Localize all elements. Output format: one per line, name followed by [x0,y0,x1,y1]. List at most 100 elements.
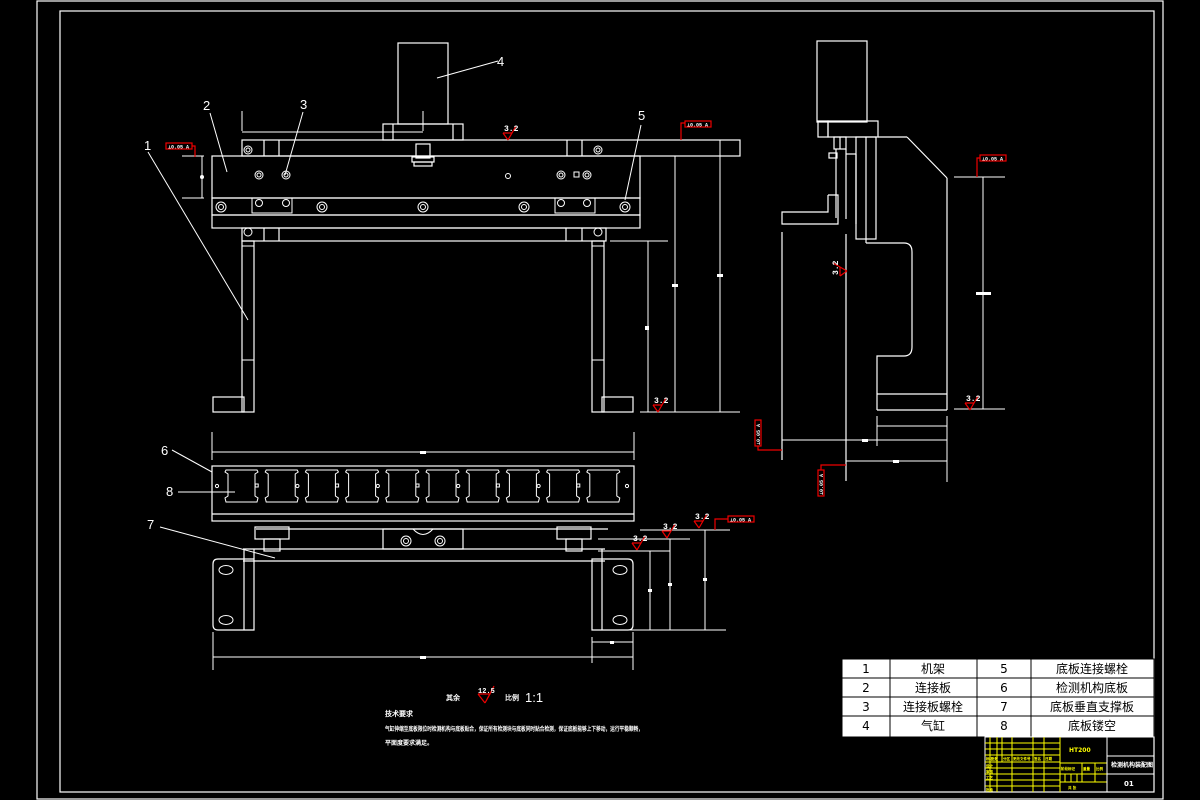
hollow-slot [385,469,420,503]
locating-hole [456,483,461,489]
part-number: 1 [862,662,870,676]
part-name: 底板镂空 [1068,718,1116,733]
svg-text:重量: 重量 [1083,766,1091,771]
svg-text:比例: 比例 [1096,766,1104,771]
hollow-slot [264,469,299,503]
svg-text:处数: 处数 [990,756,999,761]
svg-text:日期: 日期 [1045,756,1053,761]
svg-text:阶段标记: 阶段标记 [1061,766,1076,771]
part-number: 3 [862,700,870,714]
svg-text:⊥0.05 A: ⊥0.05 A [730,518,751,524]
tolerance-frame-3: ⊥0.05 A [976,154,1007,177]
part-number: 6 [1000,681,1008,695]
balloon-1: 1 [144,138,151,153]
base-view [211,432,730,670]
svg-text:⊥0.05 A: ⊥0.05 A [168,145,189,151]
roughness-3: 3.2 [964,395,981,411]
hollow-slot [465,469,500,503]
frame-leg-right [591,240,605,413]
hollow-slot [425,469,460,503]
hollow-slot [344,469,380,503]
locating-hole [375,483,380,489]
tech-req-line-2: 平面度要求满足。 [385,739,433,747]
tolerance-frame-1: ⊥0.05 A [165,142,196,157]
remaining-label: 其余 [446,693,461,702]
svg-text:3.2: 3.2 [633,535,648,544]
scale-value: 1:1 [525,690,543,705]
remaining-roughness: 12.5 [477,685,495,704]
tolerance-frame-5: ⊥0.05 A [817,464,846,497]
cylinder-side [816,40,868,123]
locating-hole [576,483,581,488]
hollow-slot [224,469,259,503]
balloon-4: 4 [497,54,504,69]
svg-text:⊥0.05 A: ⊥0.05 A [756,424,762,445]
top-plate [241,139,741,157]
svg-text:3.2: 3.2 [654,397,669,406]
balloon-8: 8 [166,484,173,499]
svg-text:⊥0.05 A: ⊥0.05 A [687,123,708,129]
notes: 其余 12.5 比例 1:1 技术要求 气缸伸缩至底板限位时检测机构与底板贴合，… [384,685,643,747]
hollow-slot [505,469,541,503]
detection-base-plate [211,465,635,522]
inner-border [59,10,1155,793]
locating-hole [254,483,259,488]
part-name: 连接板 [915,680,951,695]
locating-hole [335,483,340,488]
svg-text:共 张: 共 张 [1068,785,1077,790]
locating-hole [295,483,300,489]
roughness-7: 3.2 [693,513,710,529]
svg-text:3.2: 3.2 [695,513,710,522]
part-name: 气缸 [921,718,945,733]
svg-text:设计: 设计 [986,763,994,768]
part-name: 检测机构底板 [1056,680,1128,695]
roughness-4: 3.2 [832,260,848,277]
part-number: 7 [1000,700,1008,714]
side-view [781,40,1005,482]
outer-border [36,0,1164,800]
hollow-slot [545,469,581,503]
svg-text:3.2: 3.2 [832,260,841,275]
vertical-support-left [212,558,255,631]
tech-req-line-1: 气缸伸缩至底板限位时检测机构与底板贴合，保证所有检测块与底板同时贴合检测，保证底… [384,725,643,733]
title-block: HT200 标记 处数 分区 更改文件号 签名 日期 设计 审核 工艺 批准 阶… [984,736,1155,793]
drawing-name: 检测机构装配图 [1111,761,1153,769]
svg-text:⊥0.05 A: ⊥0.05 A [819,474,825,495]
svg-text:⊥0.05 A: ⊥0.05 A [982,157,1003,163]
svg-text:3.2: 3.2 [663,523,678,532]
sheet-number: 01 [1124,780,1134,788]
locating-hole [214,483,220,489]
svg-text:审核: 审核 [986,769,994,774]
hollow-slot [586,469,621,503]
part-name: 底板垂直支撑板 [1050,699,1134,714]
locating-hole [536,483,541,489]
svg-text:批准: 批准 [986,787,994,792]
roughness-5: 3.2 [631,535,648,551]
leader-lines [147,60,642,559]
svg-text:3.2: 3.2 [504,125,519,134]
balloon-3: 3 [300,97,307,112]
locating-hole [624,483,630,489]
balloon-2: 2 [203,98,210,113]
frame-leg-left [241,240,255,413]
tolerance-frame-2: ⊥0.05 A [680,120,712,140]
hollow-slot [304,469,340,503]
svg-text:标记: 标记 [985,756,994,761]
tech-req-title: 技术要求 [385,709,414,718]
locating-hole [495,483,500,488]
balloon-5: 5 [638,108,645,123]
part-number: 2 [862,681,870,695]
svg-text:工艺: 工艺 [986,775,994,780]
scale-label: 比例 [505,693,519,702]
roughness-1: 3.2 [502,125,519,141]
front-view [182,42,741,413]
svg-text:12.5: 12.5 [478,688,495,696]
part-number: 8 [1000,719,1008,733]
tolerance-frame-4: ⊥0.05 A [754,419,782,451]
balloon-7: 7 [147,517,154,532]
part-name: 连接板螺栓 [903,699,963,714]
balloon-6: 6 [161,443,168,458]
roughness-6: 3.2 [661,523,678,539]
